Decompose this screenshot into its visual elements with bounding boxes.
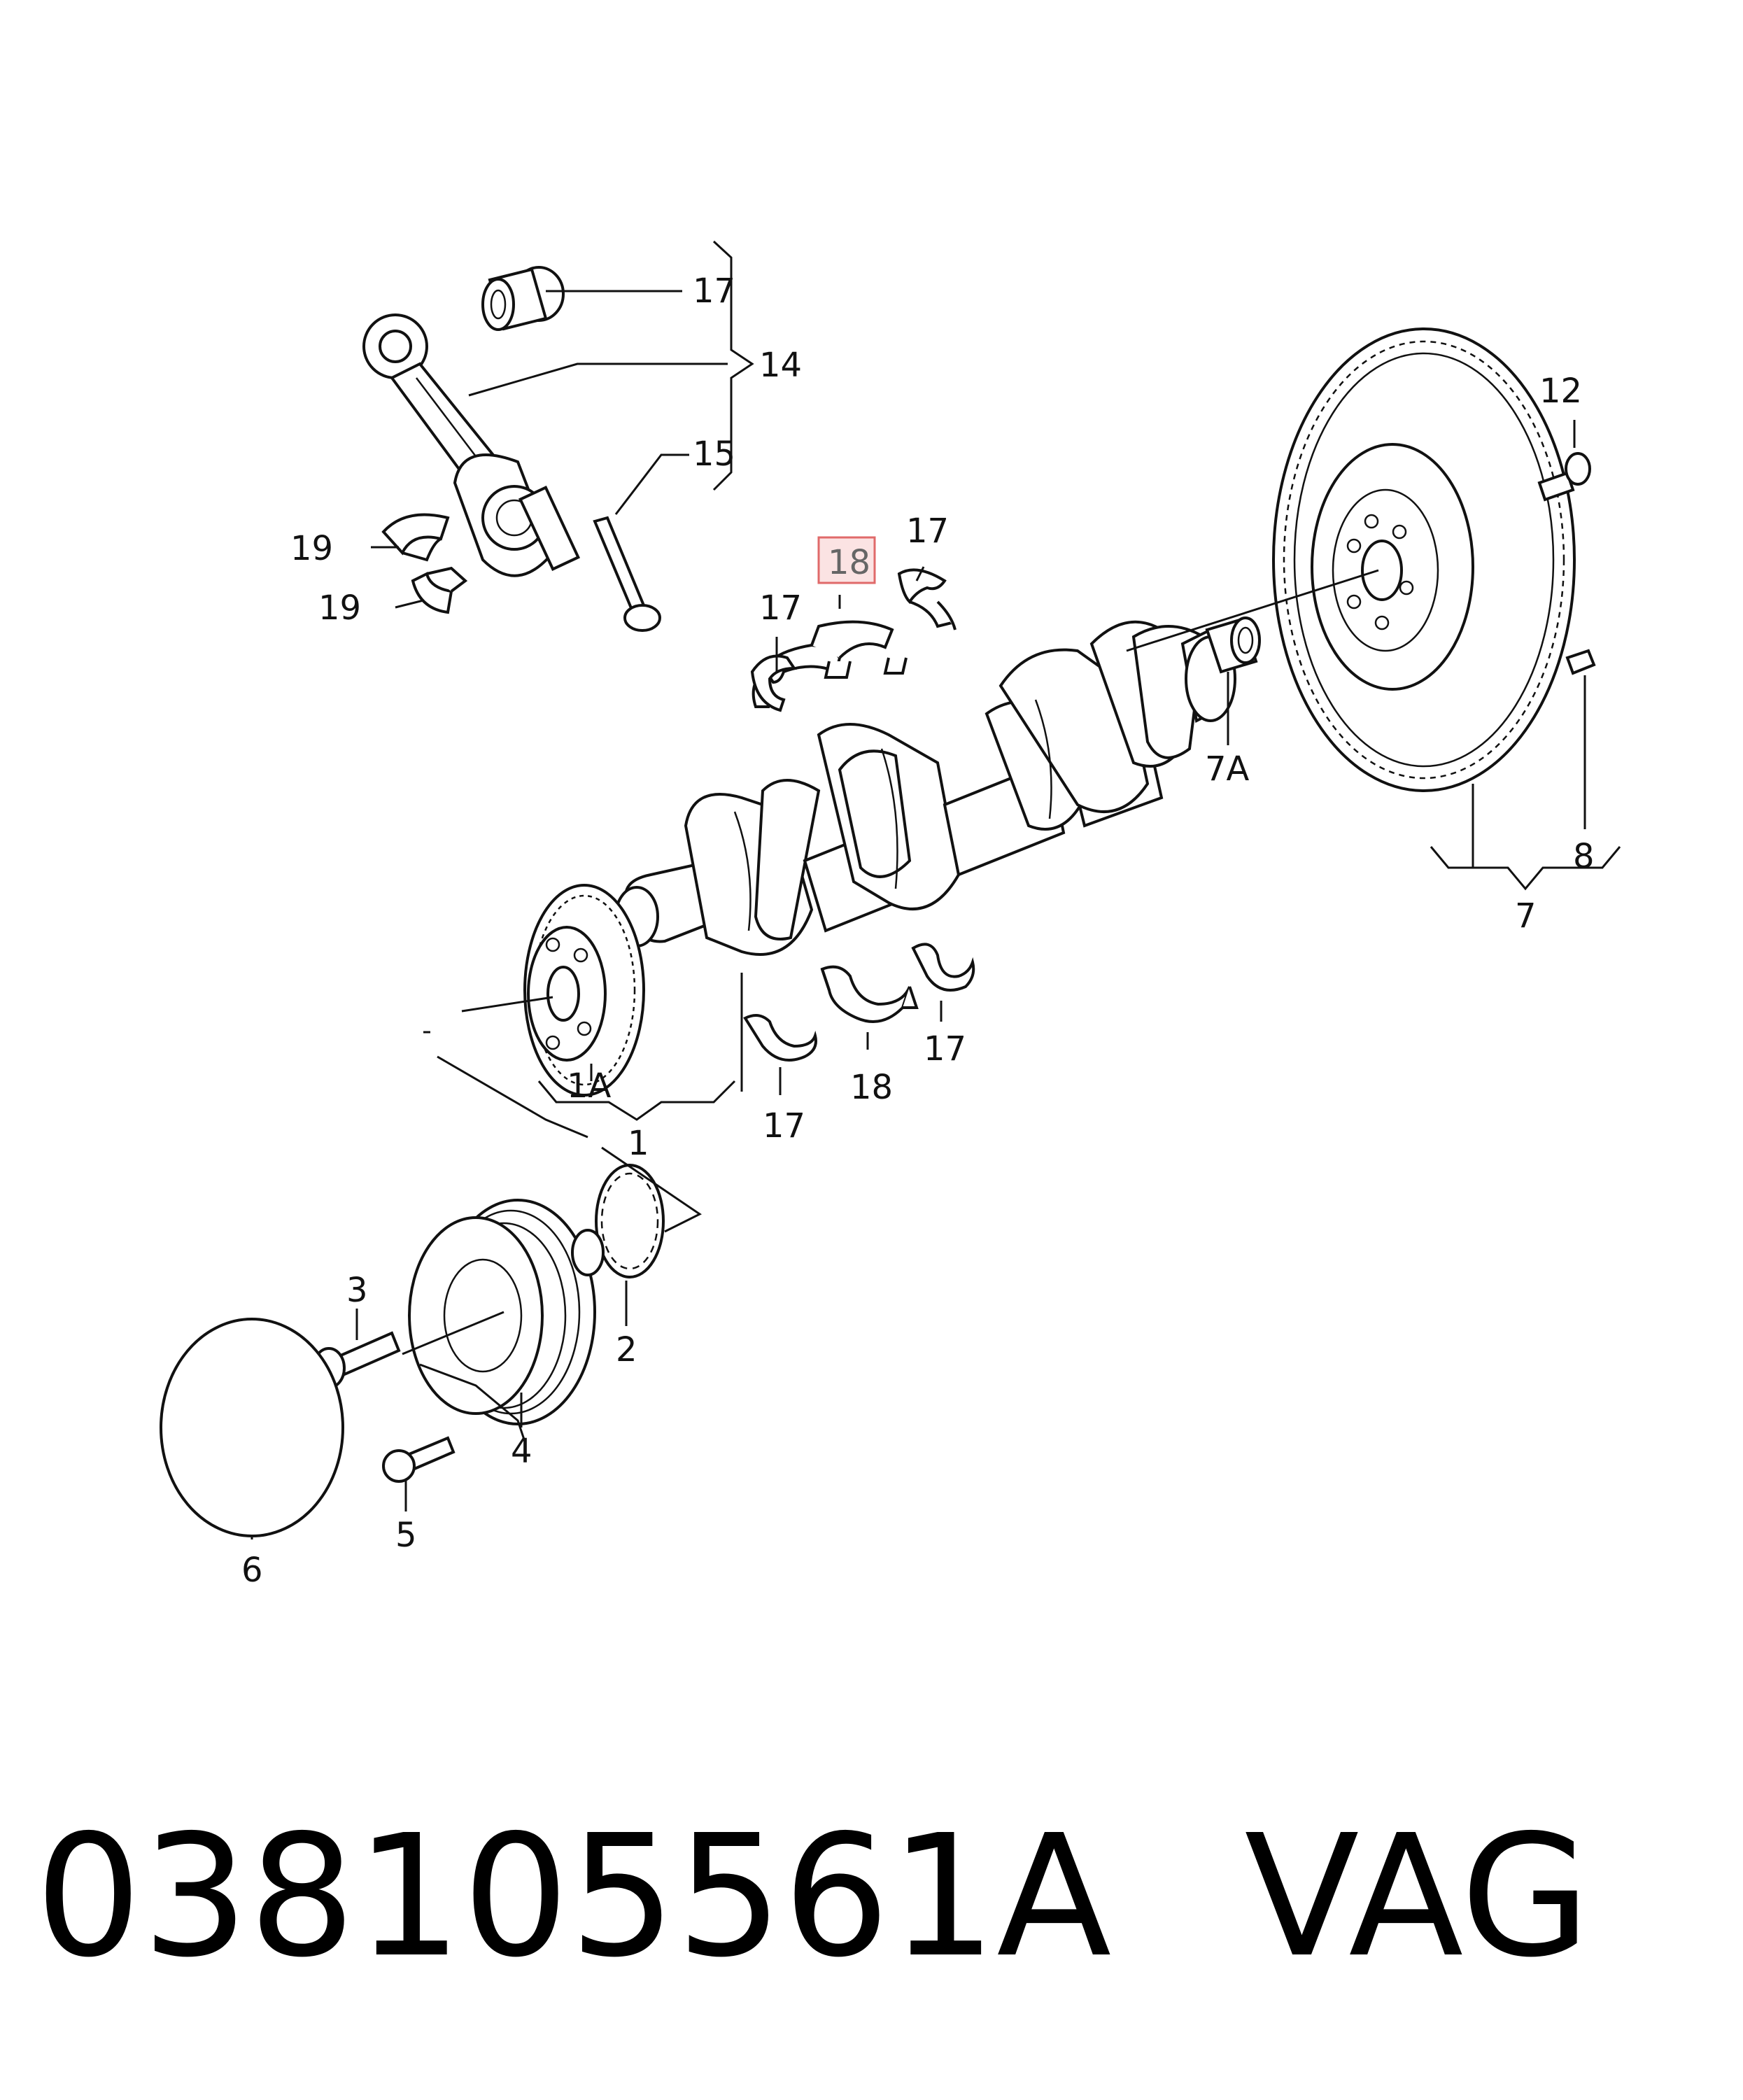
callout-15: 15	[693, 435, 735, 474]
callout-18-highlighted: 18	[828, 543, 870, 582]
callout-7: 7	[1515, 896, 1537, 936]
callout-2: 2	[616, 1330, 637, 1369]
crank-sprocket	[571, 1164, 665, 1278]
crank-gear	[523, 884, 645, 1097]
callout-4: 4	[511, 1432, 532, 1471]
callout-8: 8	[1573, 837, 1595, 876]
small-end-bushing	[481, 266, 565, 331]
callout-6: 6	[241, 1551, 263, 1590]
cover-cap	[160, 1318, 344, 1537]
lower-main-bearing-set	[743, 943, 975, 1062]
callout-19-lower: 19	[318, 589, 361, 628]
highlight-box-18	[817, 536, 876, 584]
part-caption: 038105561A VAG	[35, 1798, 1714, 1994]
con-rod-bearing-shells	[381, 513, 468, 614]
callout-17-upper-left: 17	[759, 589, 802, 628]
callout-16: 17	[693, 272, 735, 311]
callout-5: 5	[395, 1516, 417, 1555]
callout-12: 12	[1539, 372, 1582, 411]
callout-18-lower: 18	[850, 1068, 893, 1107]
crankshaft	[614, 620, 1236, 956]
part-number: 038105561A	[35, 1798, 1112, 1994]
callout-17-lower-right: 17	[924, 1029, 966, 1069]
pilot-bearing	[1205, 616, 1261, 674]
connecting-rod-group	[362, 266, 661, 632]
callout-14: 14	[759, 346, 802, 385]
flange-bolt	[382, 1436, 456, 1483]
callout-19-upper: 19	[290, 529, 333, 568]
callout-7a: 7A	[1205, 749, 1250, 789]
upper-main-bearing-set	[750, 568, 957, 712]
callout-3: 3	[346, 1271, 368, 1310]
connecting-rod	[362, 313, 581, 577]
callout-17-lower-left: 17	[763, 1106, 805, 1146]
vibration-damper-pulley	[408, 1199, 596, 1425]
callout-17-upper-right: 17	[906, 512, 949, 551]
dowel-pin	[1565, 649, 1596, 675]
callout-1a: 1A	[567, 1066, 612, 1106]
flywheel-bolt	[1537, 452, 1591, 502]
con-rod-bolt	[593, 516, 661, 632]
leader-lines	[250, 240, 1621, 1539]
brand-name: VAG	[1244, 1798, 1591, 1994]
callout-labels: 17 14 15 19 19 17 17 18 12 7A 8 7 1A 1 1…	[241, 272, 1595, 1590]
callout-1: 1	[628, 1124, 649, 1163]
flywheel	[1272, 327, 1576, 792]
